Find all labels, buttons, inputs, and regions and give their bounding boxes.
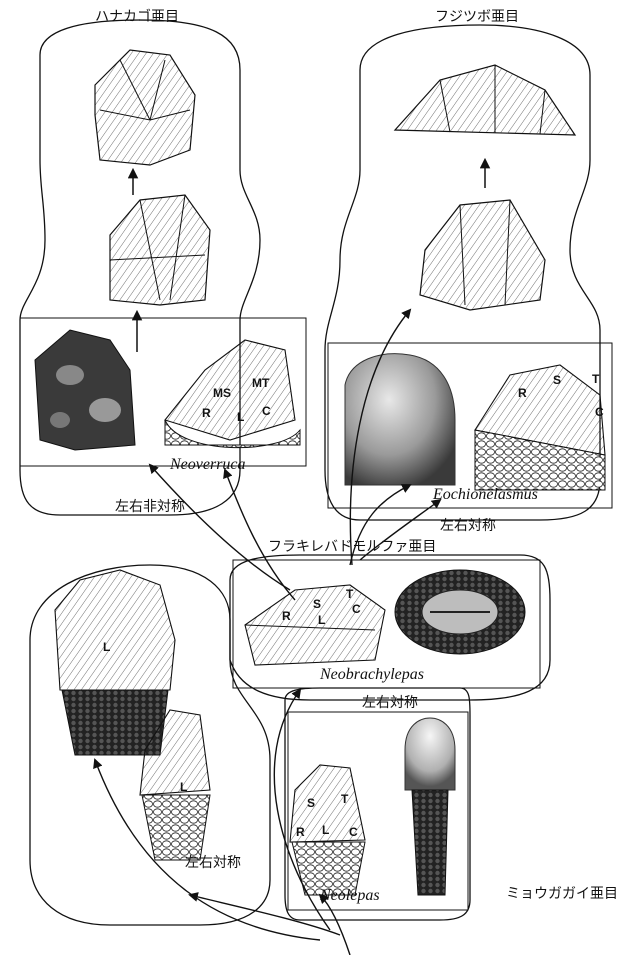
- genus-label-neobrachylepas: Neobrachylepas: [320, 666, 424, 684]
- plate-letter-neoverruca-mt: MT: [252, 376, 269, 390]
- plate-letter-eochionelasmus-c: C: [595, 405, 604, 419]
- plate-letter-neoverruca-c: C: [262, 404, 271, 418]
- symmetry-label-middle: 左右対称: [362, 692, 418, 712]
- verrucomorph-top-drawing: [95, 50, 195, 165]
- plate-letter-neobrachylepas-r: R: [282, 609, 291, 623]
- balanomorph-mid-drawing: [420, 200, 545, 310]
- plate-letter-neoverruca-l: L: [237, 410, 244, 424]
- suborder-label-top-right: フジツボ亜目: [435, 6, 519, 26]
- genus-label-neoverruca: Neoverruca: [170, 456, 246, 474]
- suborder-label-middle: フラキレバドモルファ亜目: [268, 536, 436, 556]
- genus-label-neolepas: Neolepas: [320, 887, 380, 905]
- arrow-to-neoverruca: [150, 465, 290, 590]
- symmetry-label-right: 左右対称: [440, 515, 496, 535]
- eochionelasmus-photo: [345, 354, 455, 485]
- plate-letter-neoverruca-r: R: [202, 406, 211, 420]
- neoverruca-drawing: [165, 340, 300, 448]
- neolepas-photo: [405, 718, 455, 895]
- plate-letter-neoverruca-ms: MS: [213, 386, 231, 400]
- eochionelasmus-drawing: [475, 365, 605, 490]
- suborder-label-top-left: ハナカゴ亜目: [95, 6, 179, 26]
- stalked-large-drawing: [55, 570, 175, 755]
- plate-letter-eochionelasmus-s: S: [553, 373, 561, 387]
- suborder-label-bottom-right: ミョウガガイ亜目: [506, 883, 618, 903]
- plate-letter-neolepas-r: R: [296, 825, 305, 839]
- plate-letter-neolepas-l: L: [322, 823, 329, 837]
- neobrachylepas-photo: [395, 570, 525, 654]
- neoverruca-photo: [35, 330, 135, 450]
- plate-letter-neolepas-c: C: [349, 825, 358, 839]
- plate-letter-neolepas-s: S: [307, 796, 315, 810]
- plate-letter-neobrachylepas-s: S: [313, 597, 321, 611]
- plate-letter-neolepas-t: T: [341, 792, 348, 806]
- plate-letter-stalked-large-l: L: [103, 640, 110, 654]
- plate-letter-eochionelasmus-t: T: [592, 372, 599, 386]
- plate-letter-stalked-small-l: L: [180, 780, 187, 794]
- plate-letter-eochionelasmus-r: R: [518, 386, 527, 400]
- symmetry-label-bottom-left: 左右対称: [185, 852, 241, 872]
- plate-letter-neobrachylepas-t: T: [346, 587, 353, 601]
- verrucomorph-mid-drawing: [110, 195, 210, 305]
- balanomorph-top-drawing: [395, 65, 575, 135]
- plate-letter-neobrachylepas-l: L: [318, 613, 325, 627]
- plate-letter-neobrachylepas-c: C: [352, 602, 361, 616]
- genus-label-eochionelasmus: Eochionelasmus: [433, 486, 538, 504]
- symmetry-label-asymmetric: 左右非対称: [115, 496, 185, 516]
